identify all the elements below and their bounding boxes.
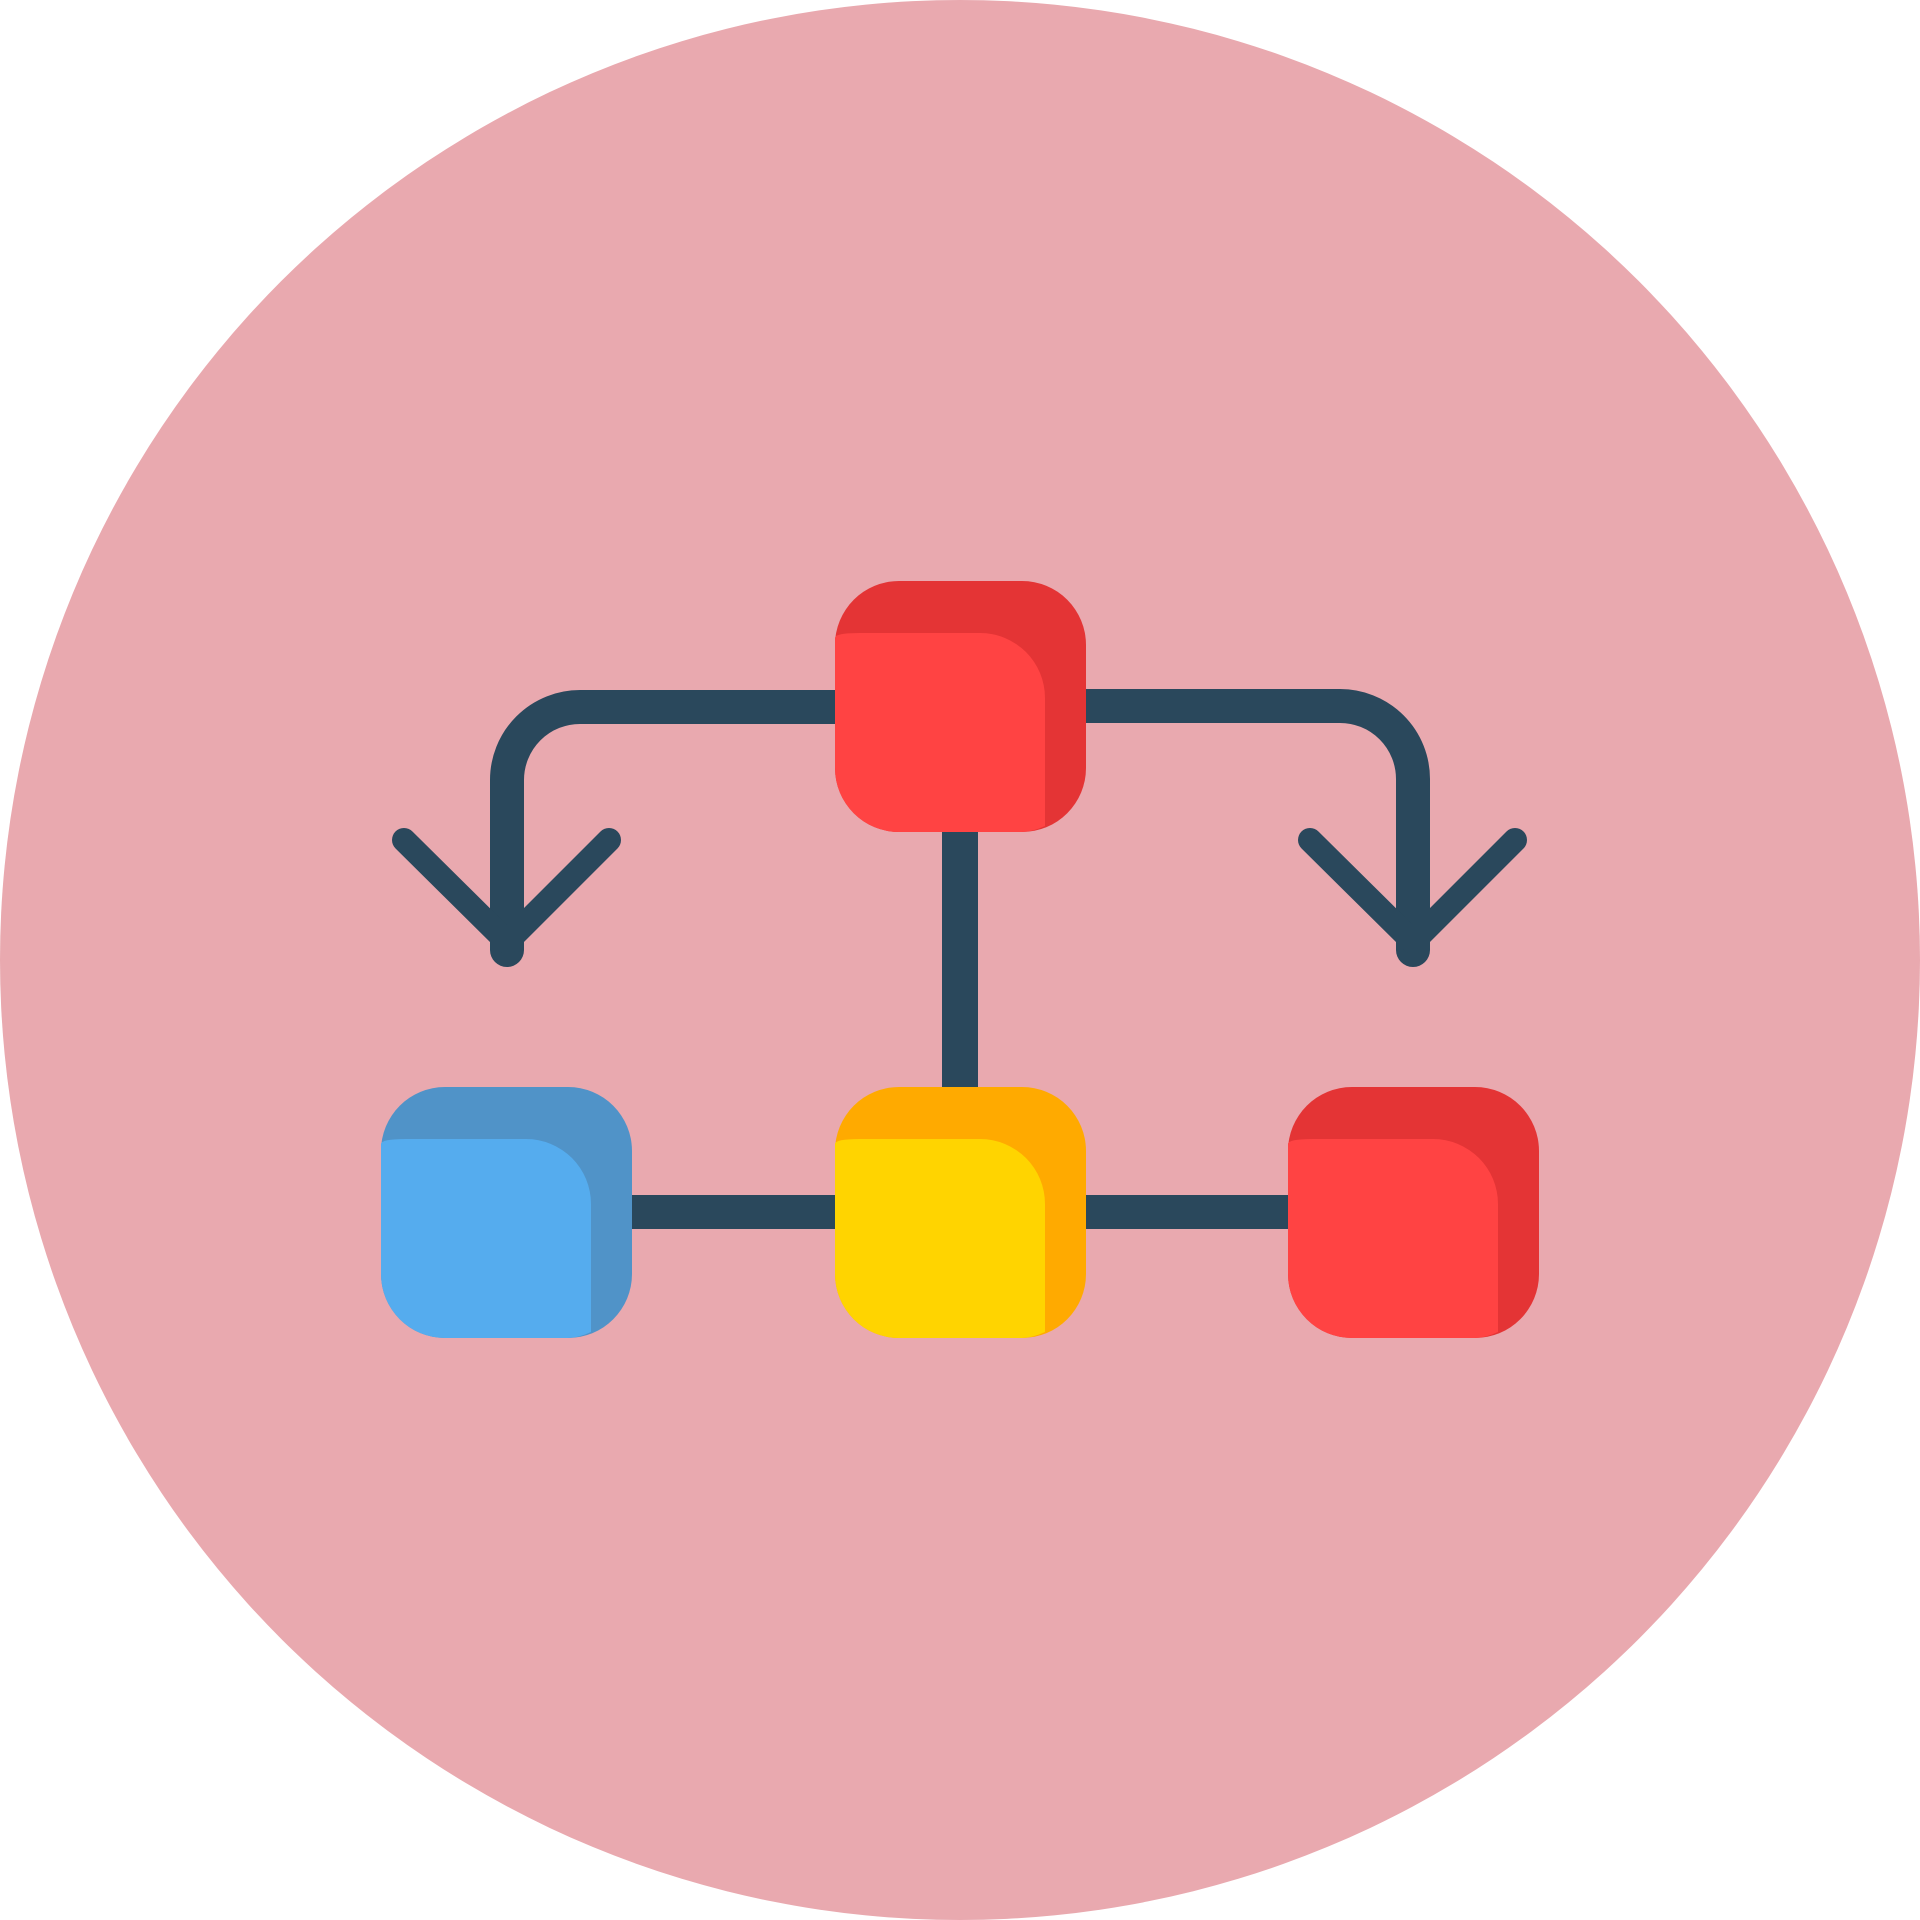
bottom-left-node [381,1087,632,1338]
down-left-arrow-icon [392,828,621,954]
bottom-left-node-face [381,1139,591,1338]
bottom-right-node [1288,1087,1539,1338]
bottom-center-node [835,1087,1086,1338]
top-node [835,581,1086,832]
connector-lines [392,689,1527,1229]
bottom-center-node-face [835,1139,1045,1338]
right-branch-line [1068,689,1430,967]
top-node-face [835,633,1045,832]
bottom-right-node-face [1288,1139,1498,1338]
left-branch-line [490,690,852,967]
down-right-arrow-icon [1298,828,1527,954]
